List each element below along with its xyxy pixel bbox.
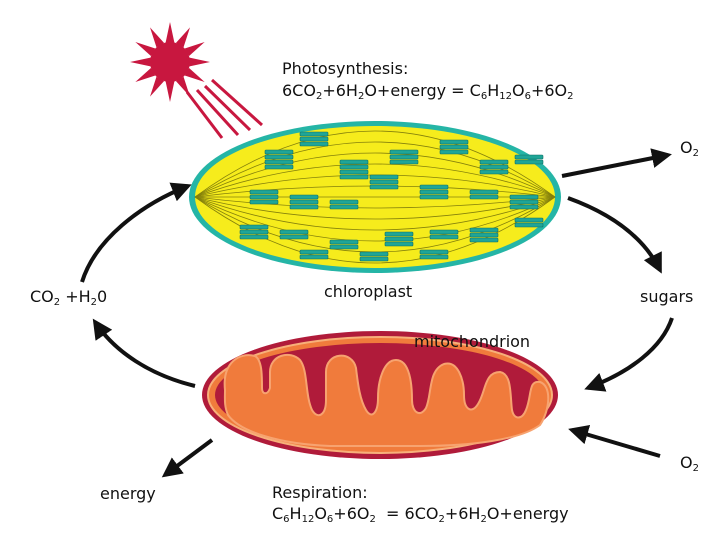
respiration-title: Respiration: xyxy=(272,483,368,502)
co2-h2o-label: CO2 +H20 xyxy=(30,287,108,308)
photosynthesis-title: Photosynthesis: xyxy=(282,59,409,78)
arrow-sugars-to-mito xyxy=(584,317,674,392)
arrow-o2-in xyxy=(568,424,661,458)
sun-rays-icon xyxy=(185,78,264,139)
chloroplast-label: chloroplast xyxy=(324,282,413,301)
arrow-to-energy xyxy=(161,438,214,478)
sugars-label: sugars xyxy=(640,287,694,306)
arrow-mito-to-co2 xyxy=(92,318,196,388)
mitochondrion-icon xyxy=(202,331,558,459)
energy-label: energy xyxy=(100,484,156,503)
photosynthesis-equation: 6CO2+6H2O+energy = C6H12O6+6O2 xyxy=(282,81,574,102)
arrow-to-o2-out xyxy=(561,148,672,178)
chloroplast-icon xyxy=(189,121,561,273)
mitochondrion-label: mitochondrion xyxy=(414,332,531,351)
arrow-to-sugars xyxy=(567,196,662,274)
sun-icon xyxy=(130,22,210,102)
o2-output-label: O2 xyxy=(680,138,699,159)
cycle-arrows xyxy=(80,148,674,478)
o2-input-label: O2 xyxy=(680,453,699,474)
arrow-co2-to-chloro xyxy=(80,182,192,283)
respiration-equation: C6H12O6+6O2 = 6CO2+6H2O+energy xyxy=(272,504,569,525)
